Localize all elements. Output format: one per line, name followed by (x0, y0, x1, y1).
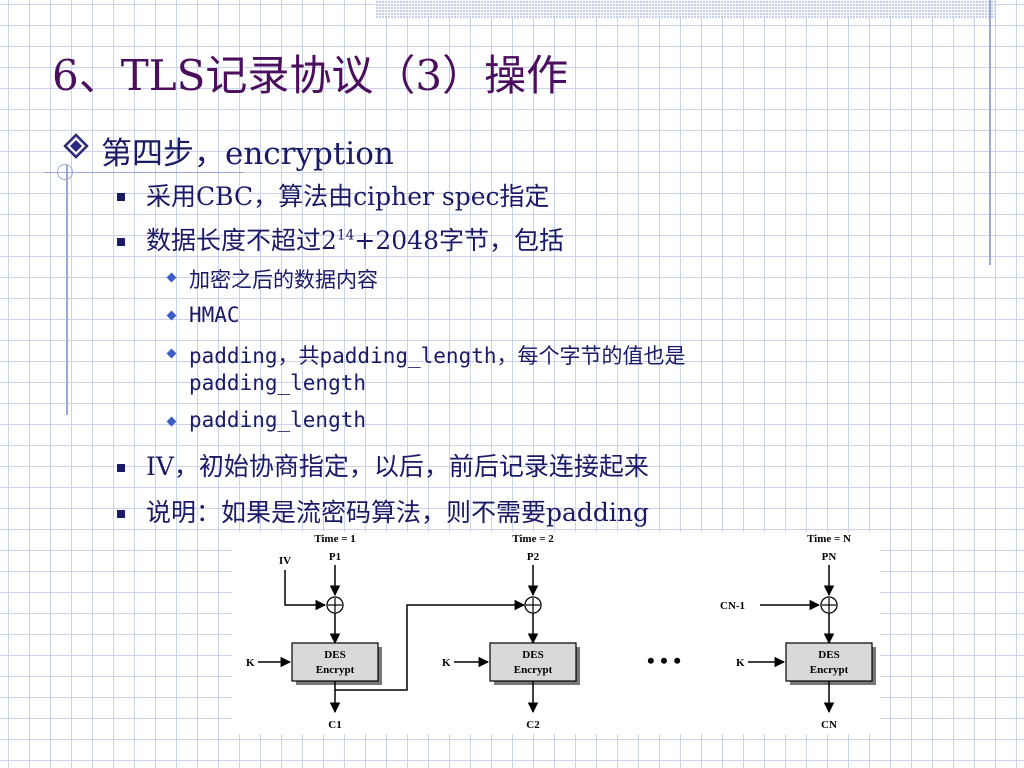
cbc-block-2: Time = 2 P2 K DES Encrypt C2 (442, 533, 580, 731)
key-label-n: K (736, 657, 745, 669)
sub-bullet-encrypted-data: 加密之后的数据内容 (189, 268, 378, 292)
sub-bullet-padding-length: padding_length (189, 408, 367, 432)
small-diamond-bullet-icon (166, 416, 177, 427)
small-diamond-bullet-icon (166, 348, 177, 359)
bullet-length-exponent: 14 (336, 227, 355, 244)
diamond-bullet-icon (63, 133, 89, 159)
bullet-length: 数据长度不超过214+2048字节，包括 (146, 221, 564, 257)
plaintext-label-2: P2 (527, 551, 540, 563)
plaintext-label-1: P1 (329, 551, 341, 563)
key-label-1: K (246, 657, 255, 669)
square-bullet-icon (117, 238, 125, 246)
decorative-vertical-rule-left (66, 165, 68, 415)
step-heading: 第四步，encryption (101, 128, 394, 173)
slide-title: 6、TLS记录协议（3）操作 (52, 51, 569, 100)
square-bullet-icon (117, 193, 125, 201)
xor-icon (820, 596, 838, 614)
bullet-length-suffix: +2048字节，包括 (354, 226, 564, 255)
key-label-2: K (442, 657, 451, 669)
decorative-ring-icon (57, 164, 73, 180)
previous-ciphertext-label: CN-1 (720, 600, 745, 612)
ciphertext-label-1: C1 (328, 719, 341, 731)
small-diamond-bullet-icon (166, 272, 177, 283)
des-label-1: DES (324, 649, 345, 661)
encrypt-label-2: Encrypt (514, 664, 553, 676)
ciphertext-label-n: CN (821, 719, 837, 731)
bullet-cbc: 采用CBC，算法由cipher spec指定 (146, 182, 550, 211)
sub-bullet-padding-continued: padding_length (189, 371, 367, 395)
decorative-horizontal-rule (44, 172, 244, 173)
decorative-vertical-rule-right (989, 0, 991, 265)
xor-icon (524, 596, 542, 614)
diagram-background (232, 532, 880, 734)
bullet-note: 说明：如果是流密码算法，则不需要padding (146, 498, 650, 527)
top-decorative-band (375, 0, 995, 18)
time-label-n: Time = N (807, 533, 851, 545)
cbc-encryption-diagram: Time = 1 P1 IV K DES Encrypt C1 Time = 2… (232, 532, 880, 734)
xor-icon (326, 596, 344, 614)
iv-label: IV (279, 555, 291, 567)
sub-bullet-hmac: HMAC (189, 303, 240, 327)
time-label-2: Time = 2 (512, 533, 554, 545)
sub-bullet-padding: padding，共padding_length，每个字节的值也是 (189, 344, 686, 368)
square-bullet-icon (117, 464, 125, 472)
time-label-1: Time = 1 (314, 533, 356, 545)
step-text: 第四步，encryption (101, 136, 394, 172)
encrypt-label-n: Encrypt (810, 664, 849, 676)
bullet-length-prefix: 数据长度不超过2 (146, 226, 337, 255)
des-encrypt-box-2 (489, 642, 577, 682)
ciphertext-label-2: C2 (526, 719, 540, 731)
des-encrypt-box-n (785, 642, 873, 682)
cbc-block-n: Time = N PN CN-1 K DES Encrypt CN (720, 533, 876, 731)
ellipsis-dots: • • • (647, 648, 681, 673)
chain-arrow (335, 599, 526, 691)
encrypt-label-1: Encrypt (316, 664, 355, 676)
cbc-block-1: Time = 1 P1 IV K DES Encrypt C1 (246, 533, 382, 731)
des-label-n: DES (818, 649, 839, 661)
small-diamond-bullet-icon (166, 310, 177, 321)
des-encrypt-box-1 (291, 642, 379, 682)
bullet-iv: IV，初始协商指定，以后，前后记录连接起来 (146, 452, 649, 481)
des-label-2: DES (522, 649, 543, 661)
plaintext-label-n: PN (822, 551, 837, 563)
square-bullet-icon (117, 510, 125, 518)
